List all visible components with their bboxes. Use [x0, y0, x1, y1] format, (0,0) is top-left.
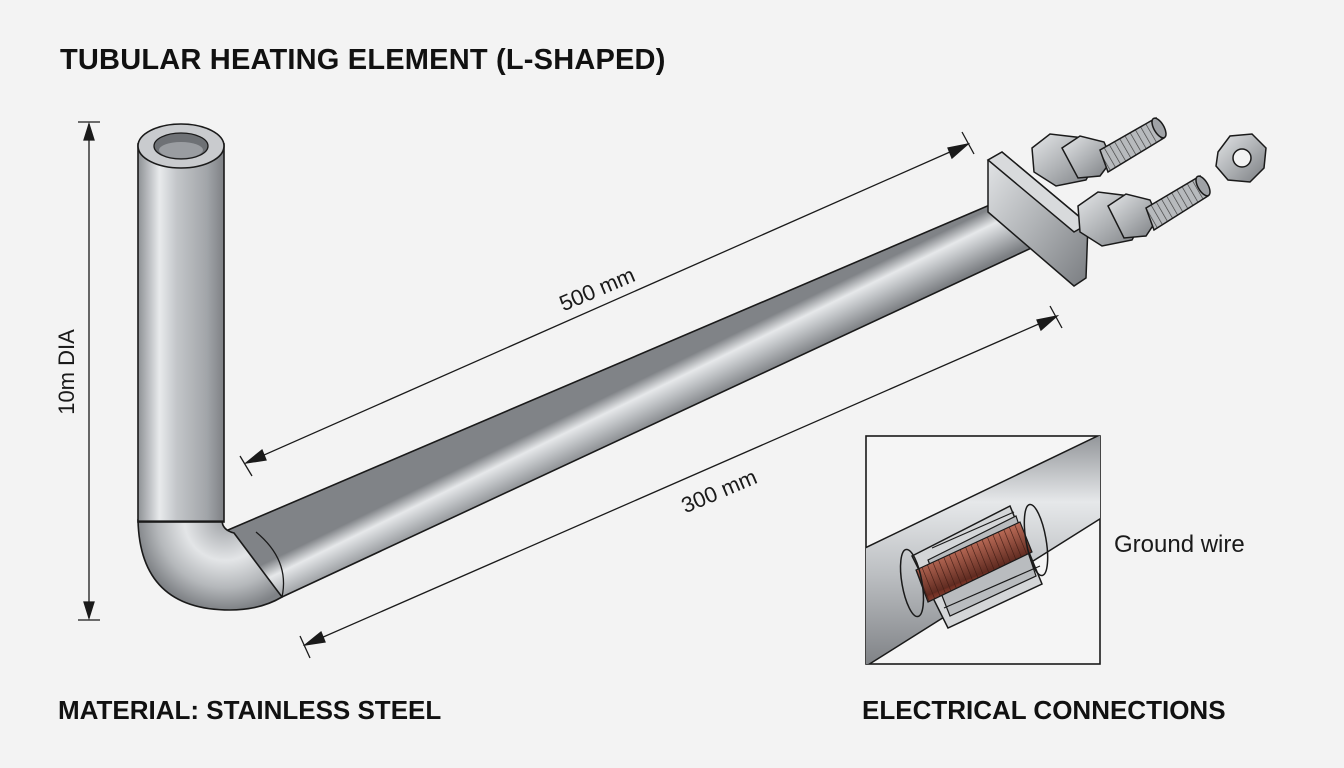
electrical-connections-label: ELECTRICAL CONNECTIONS: [862, 695, 1226, 725]
material-label: MATERIAL: STAINLESS STEEL: [58, 695, 442, 725]
length-300-dimension-line: [299, 305, 1063, 659]
diameter-dimension-line: [78, 121, 100, 621]
terminal-assembly: [986, 116, 1211, 287]
length-bottom-label: 300 mm: [678, 464, 761, 518]
loose-nut-icon: [1215, 133, 1267, 183]
diagram-title: TUBULAR HEATING ELEMENT (L-SHAPED): [60, 44, 666, 76]
cutaway-inset: [865, 435, 1101, 665]
ground-wire-callout: Ground wire: [1114, 531, 1245, 558]
length-500-dimension-line: [239, 131, 975, 477]
heating-tube: [137, 123, 1042, 611]
diameter-label: 10m DIA: [54, 329, 79, 415]
